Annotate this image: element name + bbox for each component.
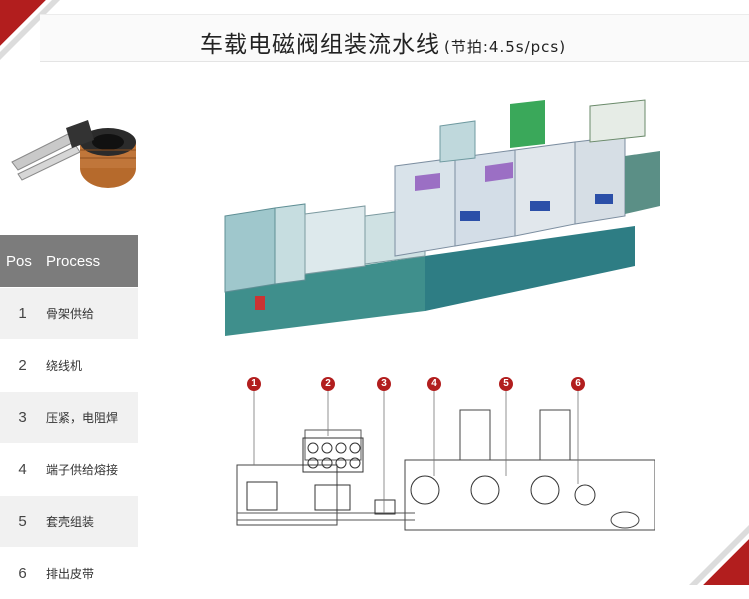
corner-decoration-bottom-right — [689, 525, 749, 585]
title-band: 车载电磁阀组装流水线(节拍:4.5s/pcs) — [40, 14, 749, 62]
process-name: 压紧，电阻焊 — [45, 392, 138, 444]
cycle-time-label: (节拍:4.5s/pcs) — [444, 38, 566, 56]
table-header-pos: Pos — [0, 235, 45, 288]
position-marker-2: 2 — [321, 377, 335, 391]
page-title: 车载电磁阀组装流水线(节拍:4.5s/pcs) — [200, 25, 566, 59]
process-name: 套壳组装 — [45, 496, 138, 548]
assembly-line-layout-drawing — [235, 370, 655, 545]
position-marker-1: 1 — [247, 377, 261, 391]
position-marker-5: 5 — [499, 377, 513, 391]
process-name: 端子供给熔接 — [45, 444, 138, 496]
process-name: 绕线机 — [45, 340, 138, 392]
process-name: 骨架供给 — [45, 288, 138, 340]
position-marker-3: 3 — [377, 377, 391, 391]
table-header-process: Process — [45, 235, 138, 288]
position-marker-4: 4 — [427, 377, 441, 391]
title-text: 车载电磁阀组装流水线 — [200, 32, 440, 58]
pos-number: 5 — [0, 496, 45, 548]
pos-number: 4 — [0, 444, 45, 496]
pos-number: 6 — [0, 548, 45, 599]
pos-number: 2 — [0, 340, 45, 392]
pos-number: 1 — [0, 288, 45, 340]
process-name: 排出皮带 — [45, 548, 138, 599]
solenoid-coil-image — [10, 110, 140, 195]
assembly-line-3d-image — [215, 96, 665, 336]
pos-number: 3 — [0, 392, 45, 444]
position-marker-6: 6 — [571, 377, 585, 391]
